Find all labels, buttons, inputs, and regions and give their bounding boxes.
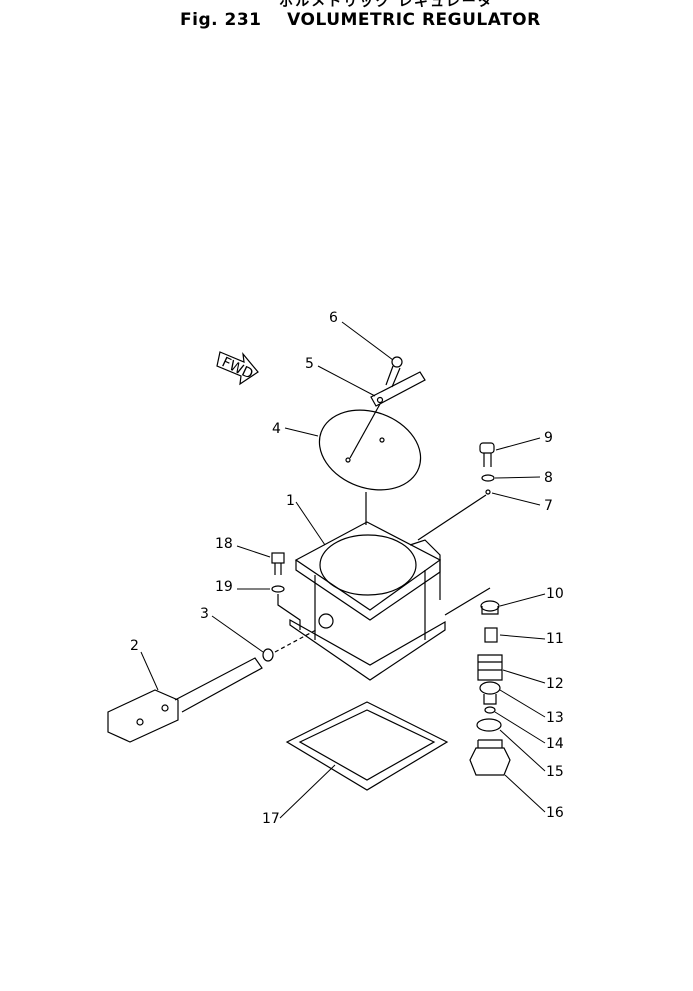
plate-part-5 [370,371,426,407]
callout-8: 8 [544,470,553,486]
callout-9: 9 [544,430,553,446]
figure-label: Fig. 231 [180,10,262,30]
callout-12: 12 [546,676,564,692]
gasket-part-17 [285,701,449,791]
callout-17: 17 [262,811,280,827]
shaft-part-2 [107,657,263,743]
japanese-subtitle: ボルメトリック レギュレータ [279,0,494,10]
figure-title: Fig. 231 VOLUMETRIC REGULATOR [180,11,541,29]
callout-18: 18 [215,536,233,552]
callout-10: 10 [546,586,564,602]
fwd-arrow-icon: FWD [216,351,259,386]
callout-19: 19 [215,579,233,595]
callout-3: 3 [200,606,209,622]
callout-7: 7 [544,498,553,514]
callout-leaders [140,321,546,819]
callout-15: 15 [546,764,564,780]
callout-5: 5 [305,356,314,372]
callout-14: 14 [546,736,564,752]
callout-13: 13 [546,710,564,726]
fwd-label: FWD [219,354,255,382]
callout-1: 1 [286,493,295,509]
o-ring-part-3 [262,648,274,662]
callout-11: 11 [546,631,564,647]
bolt-part-6 [385,356,403,388]
cover-part-4 [318,409,422,491]
callout-4: 4 [272,421,281,437]
figure-name: VOLUMETRIC REGULATOR [287,10,541,30]
callout-labels: 1 2 3 4 5 6 7 8 9 10 11 12 13 14 15 16 1… [130,310,564,827]
callout-6: 6 [329,310,338,326]
valve-stack-parts-10-16 [444,587,511,776]
regulator-body-part-1 [289,521,446,681]
callout-2: 2 [130,638,139,654]
callout-16: 16 [546,805,564,821]
